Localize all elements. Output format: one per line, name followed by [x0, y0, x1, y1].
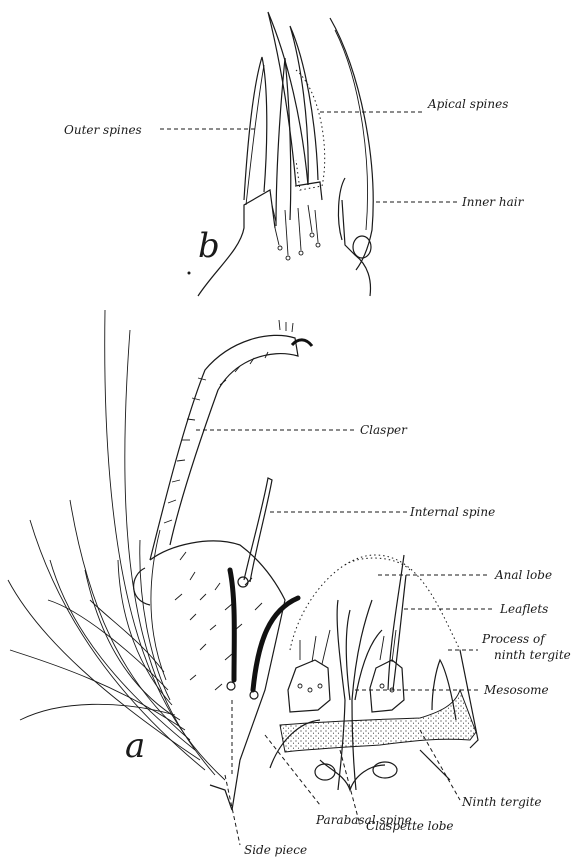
label-ninth-tergite: Ninth tergite	[461, 795, 542, 809]
label-internal-spine: Internal spine	[409, 505, 495, 519]
label-parabasal-spine: Parabasal spine	[315, 813, 412, 827]
label-anal-lobe: Anal lobe	[494, 568, 552, 582]
label-clasper: Clasper	[360, 423, 408, 437]
label-process-line1: Process of	[481, 632, 547, 646]
label-leaflets: Leaflets	[499, 602, 548, 616]
label-outer-spines: Outer spines	[64, 123, 142, 137]
label-inner-hair: Inner hair	[461, 195, 525, 209]
figure-a-drawing	[8, 310, 478, 810]
figure-a-letter: a	[125, 726, 145, 766]
figure-b-letter: b	[198, 226, 220, 266]
label-mesosome: Mesosome	[483, 683, 549, 697]
label-process-line2: ninth tergite	[494, 648, 571, 662]
label-apical-spines: Apical spines	[427, 97, 508, 111]
label-side-piece: Side piece	[244, 843, 307, 857]
figure-a-leaders	[196, 430, 495, 845]
